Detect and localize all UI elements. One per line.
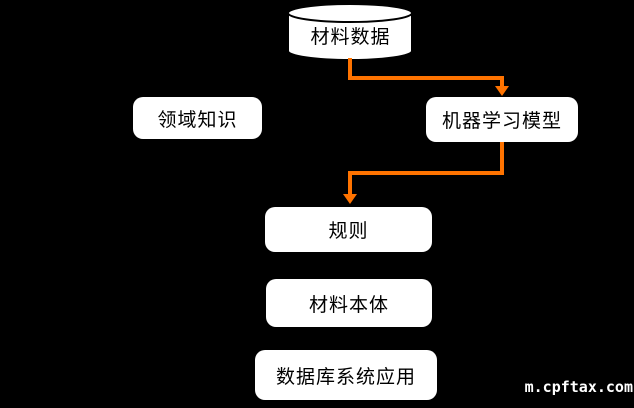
- watermark: m.cpftax.com: [524, 378, 633, 396]
- node-database-app: 数据库系统应用: [255, 350, 437, 400]
- node-domain-knowledge: 领域知识: [133, 97, 262, 139]
- node-rules: 规则: [265, 207, 432, 252]
- node-ml-model: 机器学习模型: [426, 97, 578, 142]
- arrowhead-down-icon: [495, 86, 509, 96]
- edge-materials-data-to-ml-model: [348, 58, 509, 96]
- cylinder-shape: [287, 3, 413, 61]
- node-materials-ontology: 材料本体: [266, 279, 432, 327]
- arrowhead-down-icon: [343, 194, 357, 204]
- node-materials-data: 材料数据: [310, 26, 391, 48]
- edge-ml-model-to-rules: [343, 142, 504, 204]
